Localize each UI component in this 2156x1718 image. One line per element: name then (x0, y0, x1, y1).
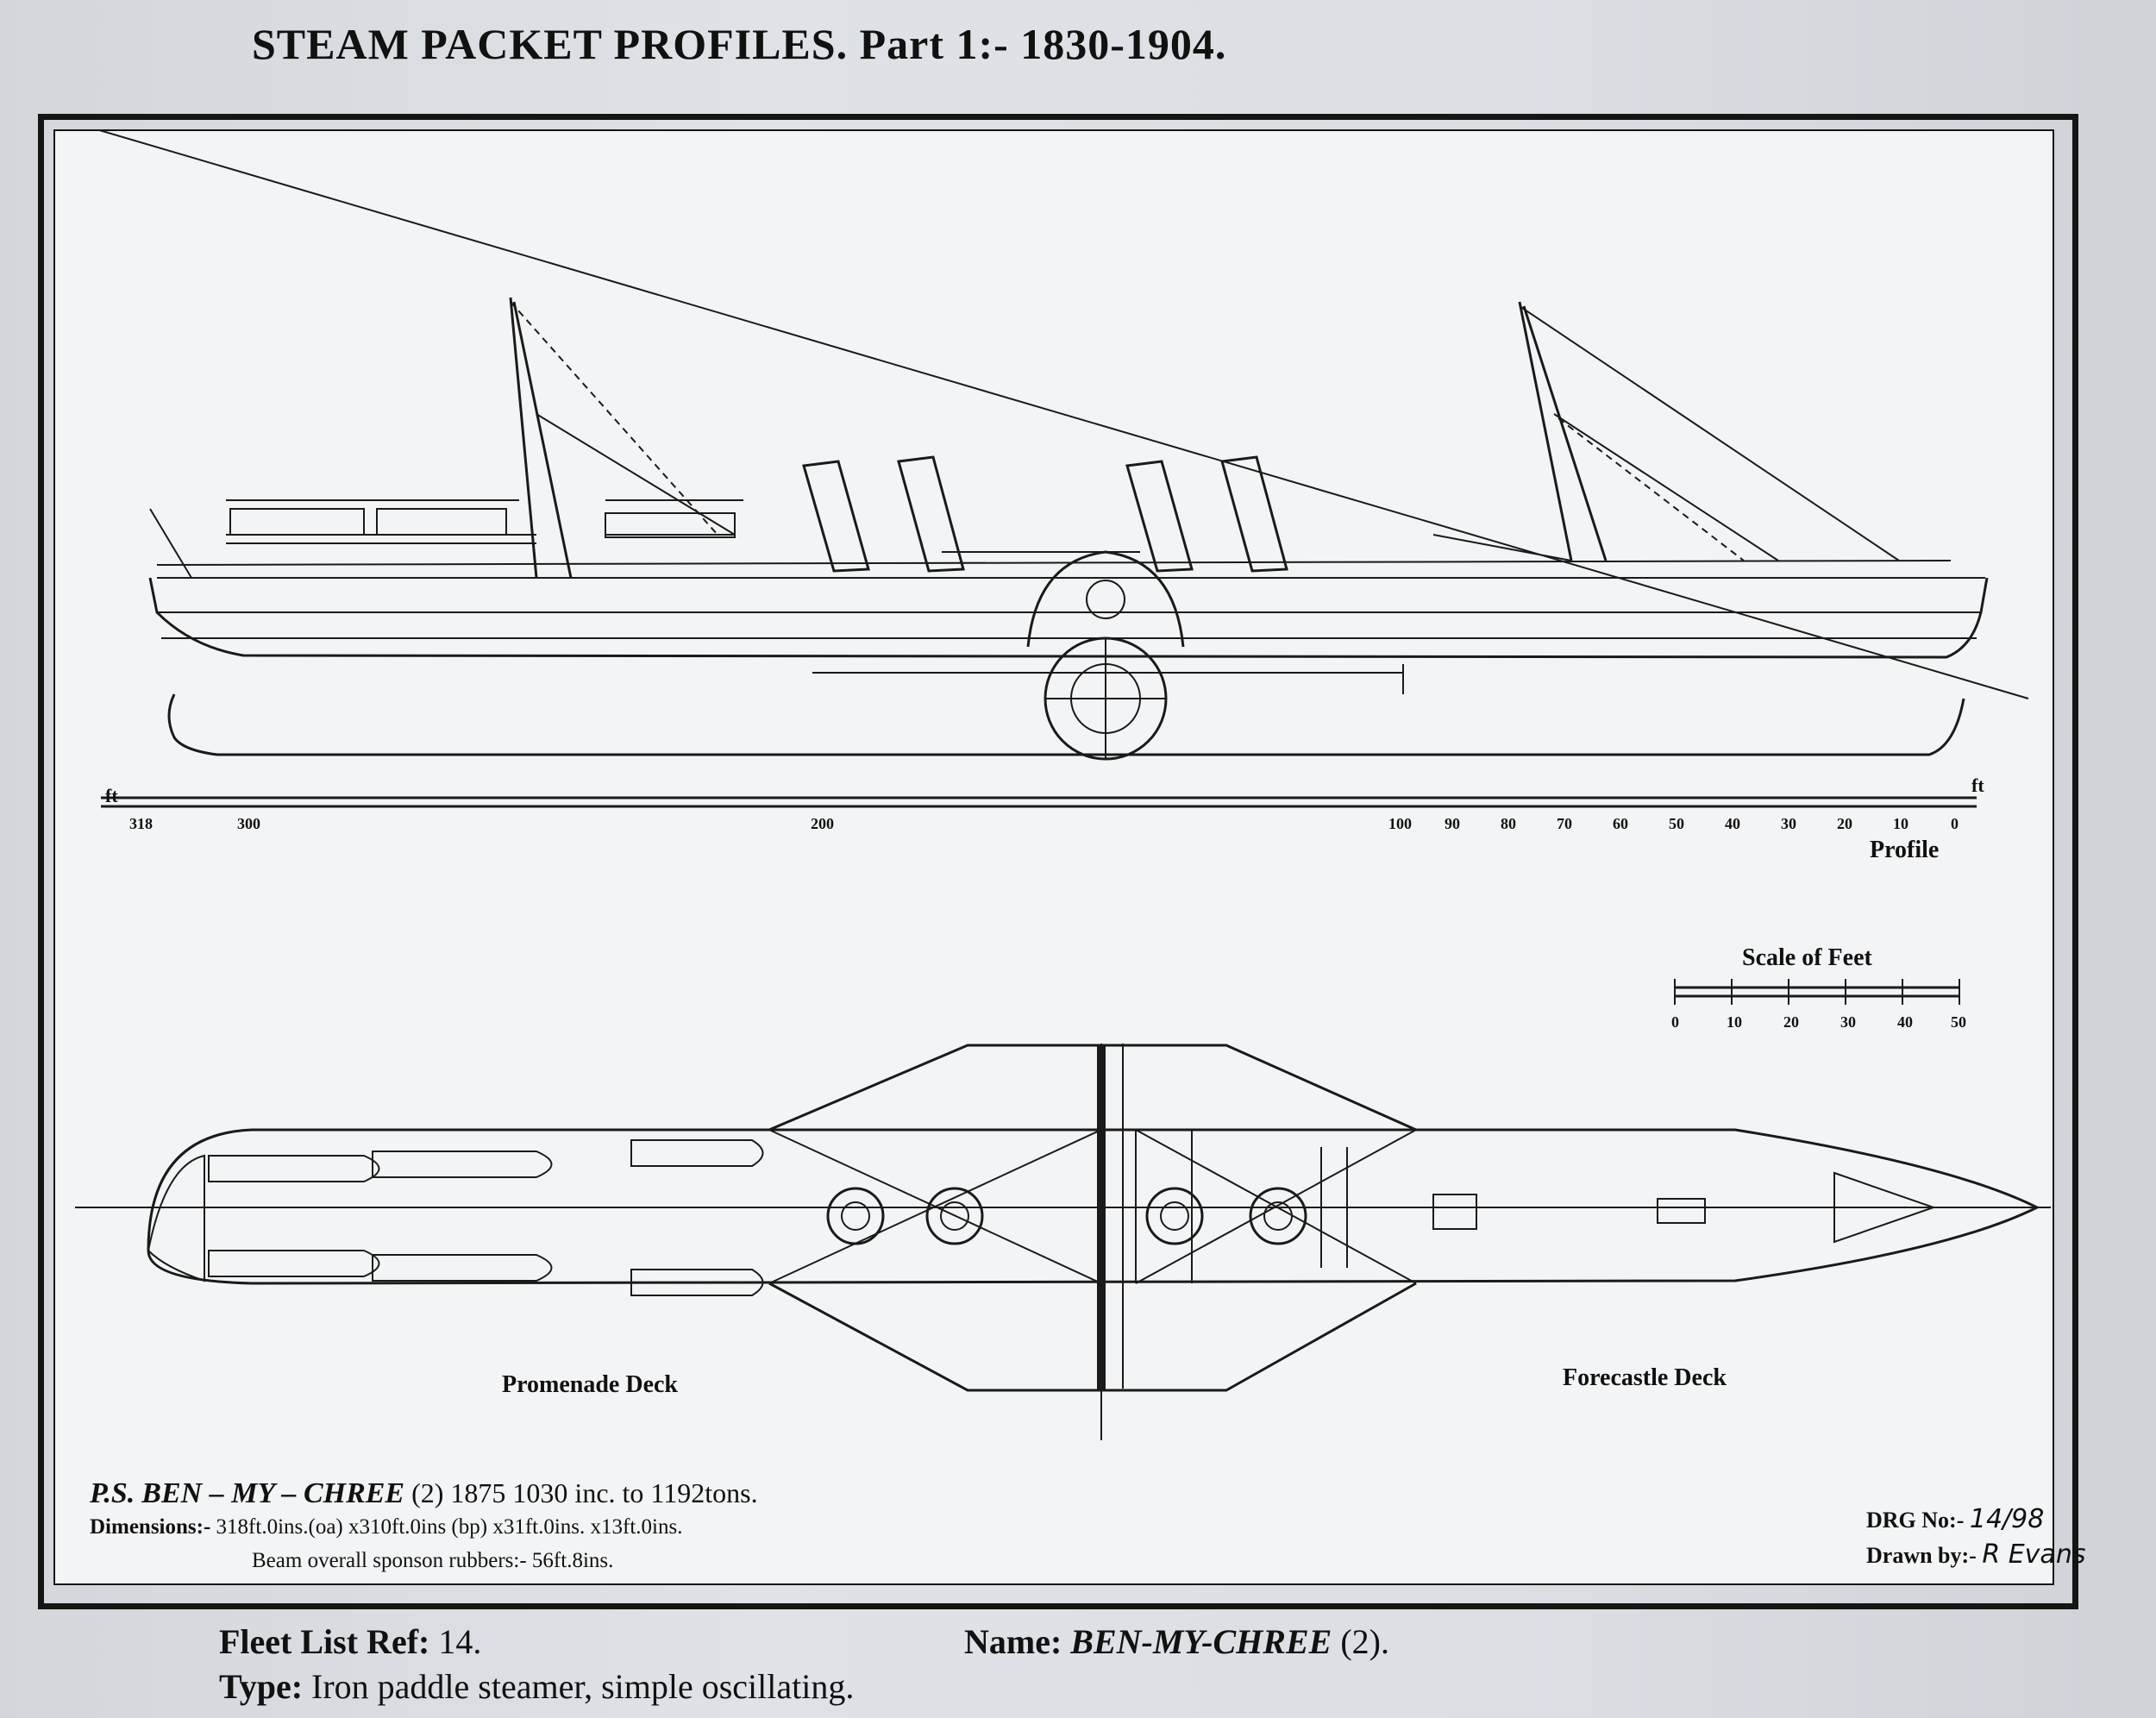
profile-scale-tick: 200 (811, 815, 834, 832)
plan-paddle-shaft (1097, 1045, 1106, 1390)
type-line: Type: Iron paddle steamer, simple oscill… (219, 1666, 854, 1707)
profile-scale-tick: 0 (1951, 815, 1959, 832)
page-title: STEAM PACKET PROFILES. Part 1:- 1830-190… (252, 20, 1227, 68)
profile-scale-tick: 318 (129, 815, 153, 832)
plan-hull (75, 1044, 2051, 1440)
profile-deck-rails (156, 534, 1985, 579)
profile-paddle-box (1026, 550, 1185, 761)
fleet-ref-value: 14. (438, 1622, 482, 1661)
beam-line: Beam overall sponson rubbers:- 56ft.8ins… (252, 1549, 614, 1572)
scale-of-feet-label: Scale of Feet (1742, 944, 1872, 971)
type-label: Type: (219, 1667, 304, 1706)
scale-unit-right: ft (1971, 774, 1984, 796)
profile-deckhouses (226, 499, 743, 538)
profile-funnels (802, 455, 1288, 573)
scale-of-feet-tick: 40 (1897, 1013, 1913, 1031)
drawing-number-block: DRG No:- 14/98 Drawn by:- R Evans (1866, 1502, 2085, 1573)
name-line: Name: BEN-MY-CHREE (2). (964, 1621, 1389, 1662)
fleet-ref-line: Fleet List Ref: 14. (219, 1621, 481, 1662)
scale-of-feet-tick: 30 (1840, 1013, 1856, 1031)
drg-label: DRG No:- (1866, 1508, 1965, 1533)
scale-of-feet-tick: 20 (1783, 1013, 1799, 1031)
name-value: BEN-MY-CHREE (1070, 1622, 1332, 1661)
drawn-by-label: Drawn by:- (1866, 1543, 1977, 1568)
scale-of-feet-tick: 0 (1671, 1013, 1679, 1031)
profile-scale-tick: 20 (1837, 815, 1852, 832)
vessel-prefix: P.S. (90, 1477, 135, 1509)
name-number: (2). (1340, 1622, 1389, 1661)
scale-of-feet-tick: 50 (1951, 1013, 1966, 1031)
forecastle-deck-label: Forecastle Deck (1563, 1364, 1727, 1391)
drg-value: 14/98 (1969, 1504, 2045, 1534)
drawing-frame-outer (38, 114, 2078, 1609)
profile-masts (149, 297, 1900, 579)
scale-unit-left: ft (105, 785, 118, 806)
profile-scale-tick: 50 (1669, 815, 1684, 832)
profile-scale-tick: 90 (1445, 815, 1460, 832)
profile-scale-tick: 70 (1557, 815, 1572, 832)
drawn-by-value: R Evans (1982, 1539, 2086, 1570)
profile-scale-bar (101, 796, 1977, 808)
profile-scale-tick: 300 (237, 815, 260, 832)
ship-caption-line: P.S. BEN – MY – CHREE (2) 1875 1030 inc.… (90, 1477, 758, 1510)
profile-scale-tick: 10 (1893, 815, 1908, 832)
scale-of-feet-bar (1674, 979, 1960, 1005)
profile-scale-tick: 100 (1388, 815, 1412, 832)
drawing-frame-inner (53, 129, 2054, 1585)
vessel-name: BEN – MY – CHREE (141, 1477, 405, 1509)
profile-hull (96, 129, 2029, 756)
ship-drawing (75, 129, 2051, 1440)
vessel-number: (2) (411, 1477, 444, 1508)
plan-lifeboats (147, 1139, 1937, 1296)
dimensions-line: Dimensions:- 318ft.0ins.(oa) x310ft.0ins… (90, 1515, 682, 1539)
promenade-deck-label: Promenade Deck (502, 1371, 678, 1398)
fleet-ref-label: Fleet List Ref: (219, 1622, 430, 1661)
vessel-year-tonnage: 1875 1030 inc. to 1192tons. (450, 1477, 758, 1508)
name-label: Name: (964, 1622, 1062, 1661)
profile-scale-tick: 30 (1781, 815, 1796, 832)
dimensions-value: 318ft.0ins.(oa) x310ft.0ins (bp) x31ft.0… (216, 1515, 683, 1539)
profile-scale-tick: 60 (1613, 815, 1628, 832)
plan-funnels (826, 1187, 1307, 1245)
profile-label: Profile (1870, 837, 1940, 863)
type-value: Iron paddle steamer, simple oscillating. (311, 1667, 855, 1706)
scale-of-feet-tick: 10 (1727, 1013, 1742, 1031)
profile-scale-tick: 40 (1725, 815, 1740, 832)
dimensions-label: Dimensions:- (90, 1515, 211, 1539)
profile-scale-tick: 80 (1501, 815, 1516, 832)
